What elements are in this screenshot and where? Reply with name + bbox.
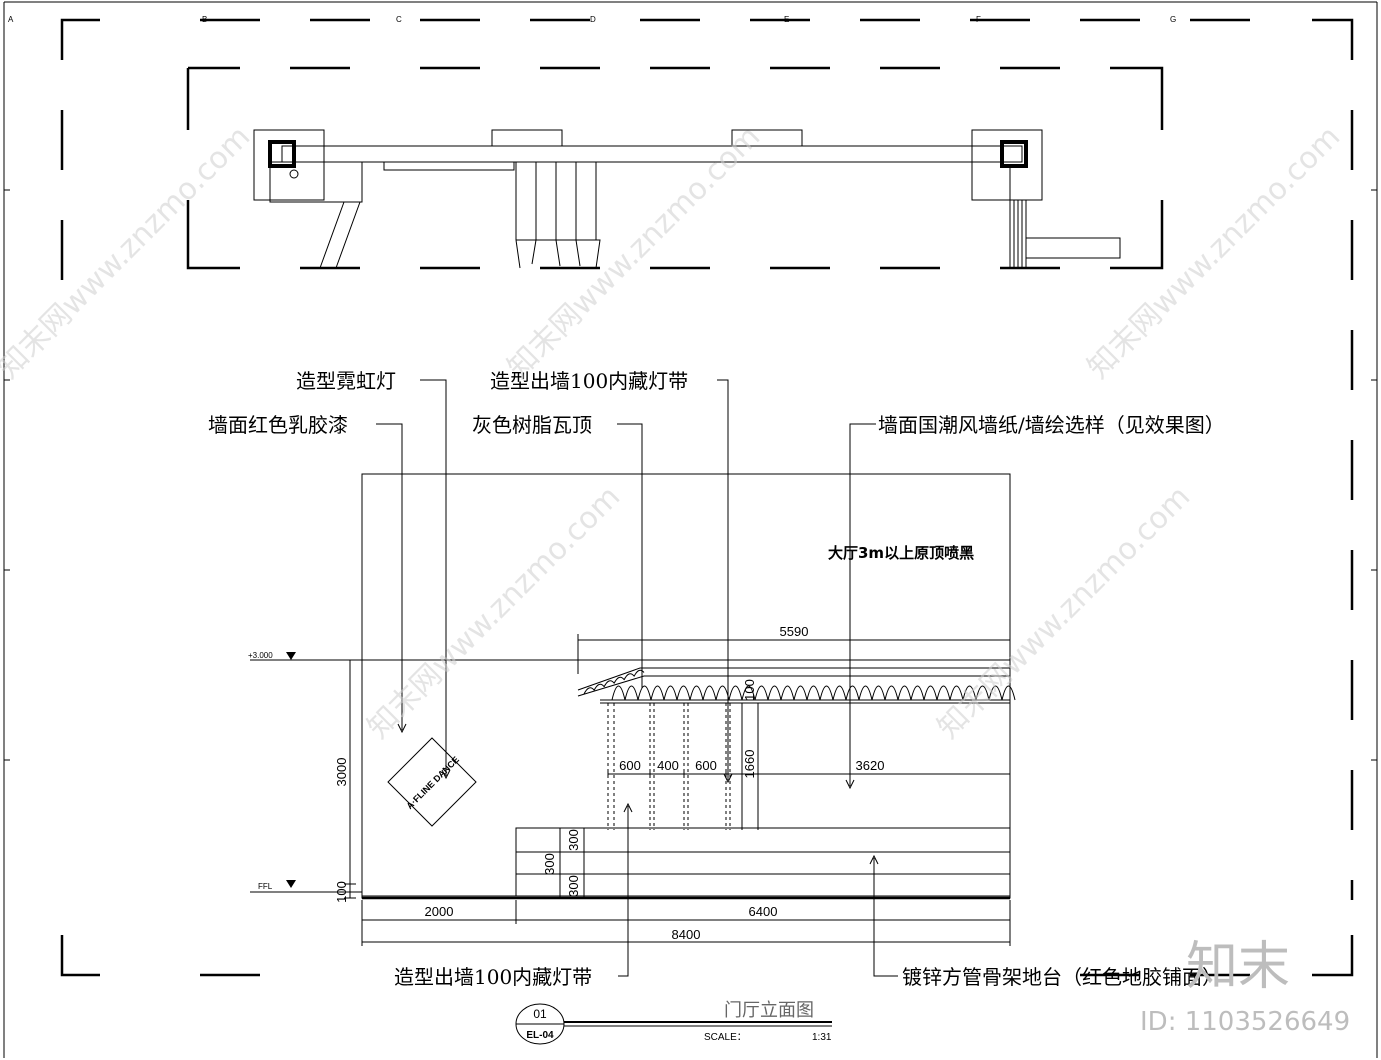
dim-8400: 8400 xyxy=(672,927,701,942)
watermark-text-1: 知末网www.znzmo.com xyxy=(0,119,257,385)
dim-300-c: 300 xyxy=(566,875,581,897)
level-floor: FFL xyxy=(258,882,273,891)
watermarks: 知末网www.znzmo.com 知末网www.znzmo.com 知末网www… xyxy=(0,119,1350,1037)
dim-300-a: 300 xyxy=(566,829,581,851)
title-number: 01 xyxy=(533,1007,547,1021)
label-platform: 镀锌方管骨架地台（红色地胶铺面） xyxy=(902,965,1222,989)
label-wall-red-paint: 墙面红色乳胶漆 xyxy=(208,413,348,437)
dim-600-b: 600 xyxy=(695,758,717,773)
label-wallpaper: 墙面国潮风墙纸/墙绘选样（见效果图） xyxy=(878,413,1225,437)
watermark-id: ID: 1103526649 xyxy=(1140,1007,1350,1037)
level-top: +3.000 xyxy=(248,651,273,660)
label-neon-light: 造型霓虹灯 xyxy=(296,369,396,393)
grid-letter-d: D xyxy=(590,15,596,24)
grid-letter-a: A xyxy=(8,15,14,24)
roof-tiles xyxy=(583,669,1016,701)
dim-3620: 3620 xyxy=(856,758,885,773)
dim-2000: 2000 xyxy=(425,904,454,919)
dim-300-b: 300 xyxy=(542,853,557,875)
dim-100: 100 xyxy=(334,881,349,903)
title-sheet: EL-04 xyxy=(526,1030,554,1041)
dim-400: 400 xyxy=(657,758,679,773)
watermark-text-3: 知末网www.znzmo.com xyxy=(1081,119,1347,385)
watermark-text-2: 知末网www.znzmo.com xyxy=(501,119,767,385)
drawing-frame: A B C D E F G xyxy=(3,1,1378,1058)
label-light-strip-top: 造型出墙100内藏灯带 xyxy=(490,369,688,393)
dim-600-a: 600 xyxy=(619,758,641,773)
neon-sign: A·FLINE DANCE xyxy=(387,737,477,827)
dim-1660: 1660 xyxy=(742,750,757,779)
dim-100-top: 100 xyxy=(742,679,757,701)
dim-6400: 6400 xyxy=(749,904,778,919)
plan-view xyxy=(186,66,1164,270)
dim-5590: 5590 xyxy=(780,624,809,639)
label-grey-tile-roof: 灰色树脂瓦顶 xyxy=(472,413,592,437)
dim-3000: 3000 xyxy=(334,758,349,787)
watermark-text-4: 知末网www.znzmo.com xyxy=(361,479,627,745)
watermark-logo: 知末 xyxy=(1186,937,1290,997)
grid-letter-c: C xyxy=(396,15,402,24)
label-light-strip-bottom: 造型出墙100内藏灯带 xyxy=(394,965,592,989)
grid-letter-g: G xyxy=(1170,15,1176,24)
svg-text:A·FLINE DANCE: A·FLINE DANCE xyxy=(404,754,461,811)
title-block: 01 EL-04 门厅立面图 SCALE： 1:31 xyxy=(515,1000,832,1045)
ceiling-note: 大厅3m以上原顶喷黑 xyxy=(828,544,974,562)
scale-value: 1:31 xyxy=(812,1032,832,1043)
scale-label: SCALE： xyxy=(704,1032,747,1043)
elevation-view: A·FLINE DANCE 大厅3m以上原顶喷黑 +3.000 FFL 3000… xyxy=(208,369,1225,989)
drawing-title: 门厅立面图 xyxy=(724,1000,814,1021)
watermark-text-5: 知末网www.znzmo.com xyxy=(931,479,1197,745)
